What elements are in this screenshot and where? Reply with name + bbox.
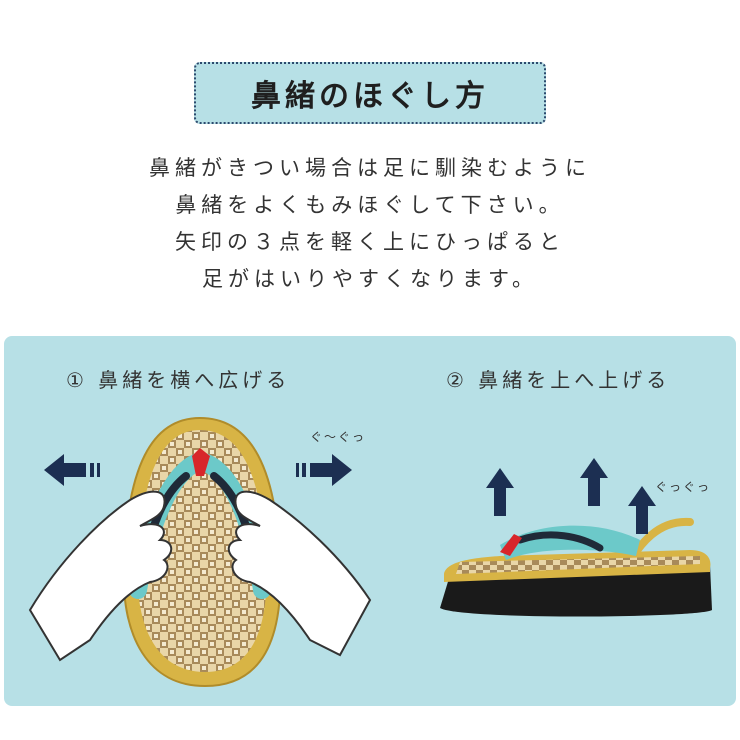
arrow-up-icon [580, 458, 608, 506]
arrow-left-icon [44, 454, 100, 486]
title-banner: 鼻緒のほぐし方 [194, 62, 546, 124]
intro-line: 足がはいりやすくなります。 [202, 267, 538, 291]
arrow-up-icon [628, 486, 656, 534]
left-hand [28, 490, 173, 662]
right-hand [227, 490, 372, 657]
step-2-sound-effect: ぐっぐっ [655, 480, 712, 494]
intro-line: 鼻緒をよくもみほぐして下さい。 [175, 193, 565, 217]
page-title: 鼻緒のほぐし方 [251, 79, 489, 114]
step-2-label: ② 鼻緒を上へ上げる [446, 368, 671, 392]
arrow-right-icon [296, 454, 352, 486]
sandal-side-view-illustration [440, 517, 712, 617]
step-1-sound-effect: ぐ～ぐっ [310, 430, 367, 444]
intro-text: 鼻緒がきつい場合は足に馴染むように 鼻緒をよくもみほぐして下さい。 矢印の３点を… [0, 150, 740, 298]
step-1-label: ① 鼻緒を横へ広げる [66, 368, 291, 392]
intro-line: 矢印の３点を軽く上にひっぱると [175, 230, 565, 254]
intro-line: 鼻緒がきつい場合は足に馴染むように [149, 156, 591, 180]
arrow-up-icon [486, 468, 514, 516]
